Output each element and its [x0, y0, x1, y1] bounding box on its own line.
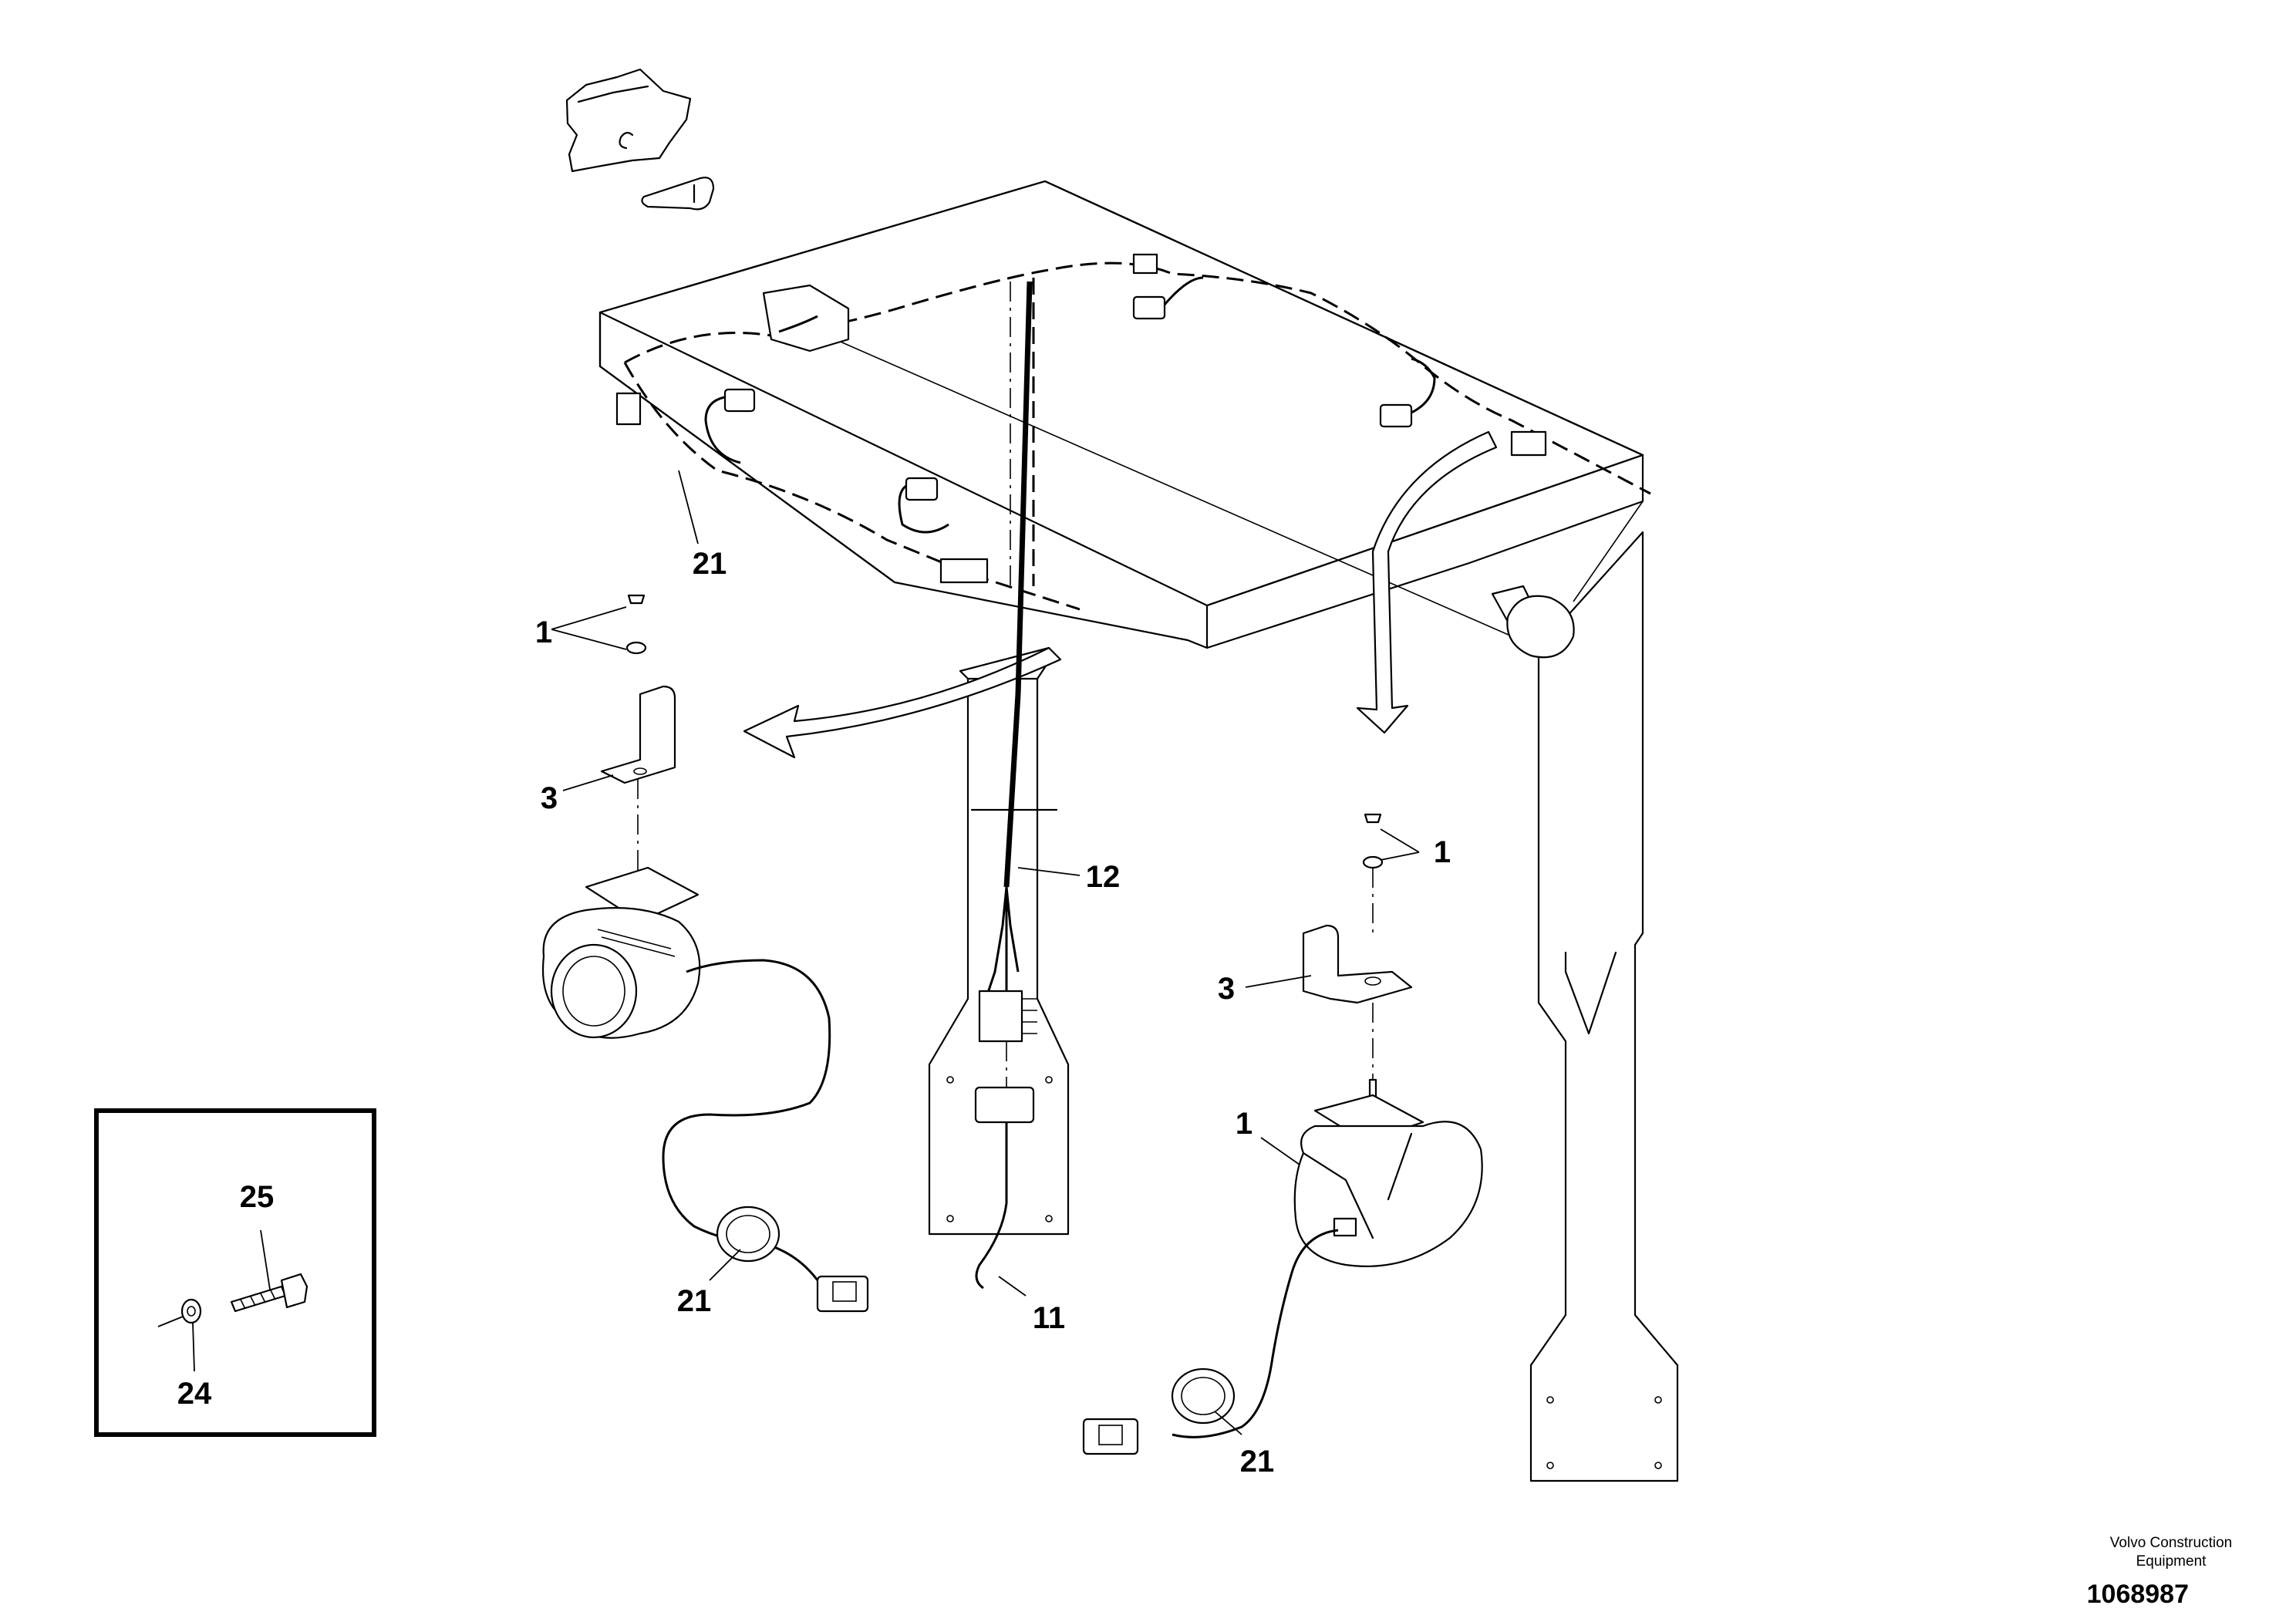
roof-connectors	[615, 253, 1547, 584]
callout-24-washer: 24	[177, 1377, 212, 1411]
callout-12-harness: 12	[1086, 860, 1121, 894]
callout-11-cable: 11	[1033, 1301, 1065, 1335]
callout-labels: 21 1 3 12 1 3 1 21 11 21 25 24	[177, 547, 1451, 1479]
callout-21-roof: 21	[693, 547, 727, 581]
beacon-lamp	[1491, 585, 1575, 659]
right-work-lamp	[1082, 813, 1483, 1455]
callout-1-right-fastener: 1	[1434, 835, 1451, 869]
indicator-arrows	[743, 430, 1498, 759]
footer: Volvo Construction Equipment 1068987	[2087, 1535, 2233, 1609]
left-work-lamp	[541, 594, 869, 1313]
callout-3-left-bracket: 3	[541, 781, 558, 815]
left-cab-pillar	[928, 646, 1070, 1236]
main-cable-harness	[974, 281, 1037, 1290]
detail-roof-section	[565, 68, 715, 211]
callout-3-right-bracket: 3	[1218, 972, 1235, 1006]
callout-leaders	[551, 470, 1420, 1435]
inset-detail-box	[94, 1108, 376, 1437]
callout-21-right-grommet: 21	[1240, 1445, 1275, 1479]
callout-1-left-fastener: 1	[535, 615, 552, 649]
callout-25-bolt: 25	[240, 1180, 275, 1214]
cab-roof	[598, 180, 1644, 664]
illustration-number: 1068987	[2087, 1580, 2189, 1609]
manufacturer-name: Volvo Construction	[2110, 1535, 2232, 1551]
right-cab-pillar	[1529, 531, 1679, 1482]
manufacturer-subtitle: Equipment	[2136, 1553, 2207, 1570]
callout-1-work-lamp: 1	[1236, 1107, 1253, 1141]
callout-21-left-grommet: 21	[677, 1284, 712, 1318]
